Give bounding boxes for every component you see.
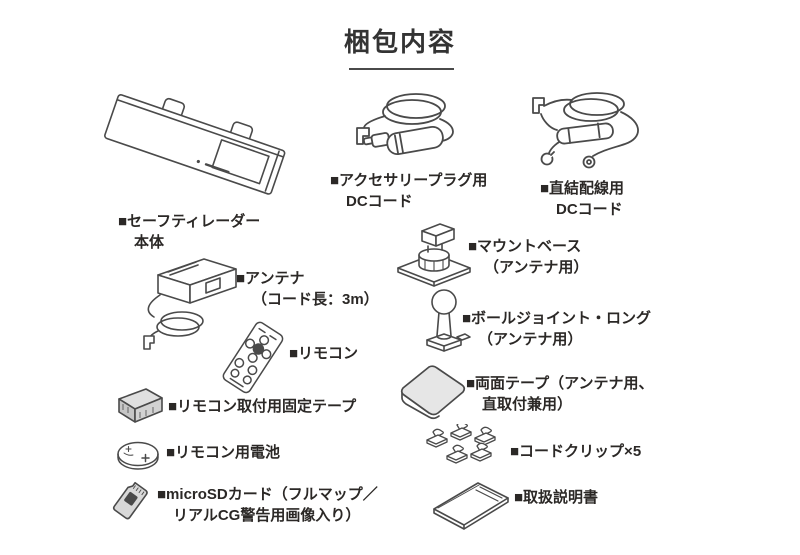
label-line: ■リモコン用電池 bbox=[166, 444, 281, 461]
label-double-sided-tape: ■両面テープ（アンテナ用、 直取付兼用） bbox=[466, 373, 654, 415]
label-line: ■両面テープ（アンテナ用、 bbox=[466, 375, 654, 392]
accessory-plug-dc-cord-illustration bbox=[356, 93, 454, 156]
label-remote-control: ■リモコン bbox=[289, 343, 358, 364]
label-line: ■アクセサリープラグ用 bbox=[330, 172, 488, 189]
title-underline bbox=[349, 68, 454, 70]
label-antenna: ■アンテナ （コード長：3m） bbox=[236, 268, 379, 310]
label-line: ■コードクリップ×5 bbox=[510, 443, 642, 460]
label-remote-battery: ■リモコン用電池 bbox=[166, 442, 280, 463]
coin-battery-illustration bbox=[117, 441, 159, 470]
mount-base-illustration bbox=[397, 223, 471, 287]
label-line: 本体 bbox=[134, 234, 165, 251]
remote-control-illustration bbox=[222, 321, 284, 394]
instruction-manual-illustration bbox=[433, 482, 509, 530]
label-safety-radar-unit: ■セーフティレーダー 本体 bbox=[118, 211, 260, 253]
cord-clips-illustration bbox=[426, 424, 496, 464]
label-microsd-card: ■microSDカード（フルマップ／ リアルCG警告用画像入り） bbox=[157, 484, 378, 526]
label-line: ■microSDカード（フルマップ／ bbox=[157, 486, 378, 503]
label-instruction-manual: ■取扱説明書 bbox=[514, 487, 598, 508]
page-title: 梱包内容 bbox=[343, 27, 456, 57]
remote-fixing-tape-illustration bbox=[118, 388, 163, 423]
label-line: リアルCG警告用画像入り） bbox=[173, 507, 361, 524]
microsd-card-illustration bbox=[112, 481, 148, 520]
label-line: ■取扱説明書 bbox=[514, 489, 599, 506]
label-line: DCコード bbox=[556, 201, 623, 218]
antenna-illustration bbox=[143, 258, 237, 350]
label-mount-base: ■マウントベース （アンテナ用） bbox=[468, 236, 588, 278]
label-direct-wiring-dc-cord: ■直結配線用 DCコード bbox=[540, 178, 624, 220]
label-cord-clips: ■コードクリップ×5 bbox=[510, 441, 641, 462]
label-line: （アンテナ用） bbox=[478, 331, 583, 348]
label-line: ■直結配線用 bbox=[540, 180, 625, 197]
label-line: ■ボールジョイント・ロング bbox=[462, 310, 652, 327]
label-line: ■リモコン bbox=[289, 345, 359, 362]
label-ball-joint-long: ■ボールジョイント・ロング （アンテナ用） bbox=[462, 308, 651, 350]
direct-wiring-dc-cord-illustration bbox=[532, 92, 639, 169]
label-line: （コード長：3m） bbox=[252, 291, 379, 308]
label-line: ■セーフティレーダー bbox=[118, 213, 261, 230]
ball-joint-long-illustration bbox=[426, 289, 471, 352]
label-accessory-plug-dc-cord: ■アクセサリープラグ用 DCコード bbox=[330, 170, 487, 212]
label-line: ■アンテナ bbox=[236, 270, 305, 287]
label-line: 直取付兼用） bbox=[482, 396, 573, 413]
safety-radar-illustration bbox=[104, 94, 286, 195]
label-line: （アンテナ用） bbox=[484, 259, 589, 276]
double-sided-tape-illustration bbox=[400, 365, 466, 420]
label-line: DCコード bbox=[346, 193, 413, 210]
label-line: ■リモコン取付用固定テープ bbox=[168, 398, 357, 415]
label-line: ■マウントベース bbox=[468, 238, 582, 255]
label-remote-fixing-tape: ■リモコン取付用固定テープ bbox=[168, 396, 356, 417]
